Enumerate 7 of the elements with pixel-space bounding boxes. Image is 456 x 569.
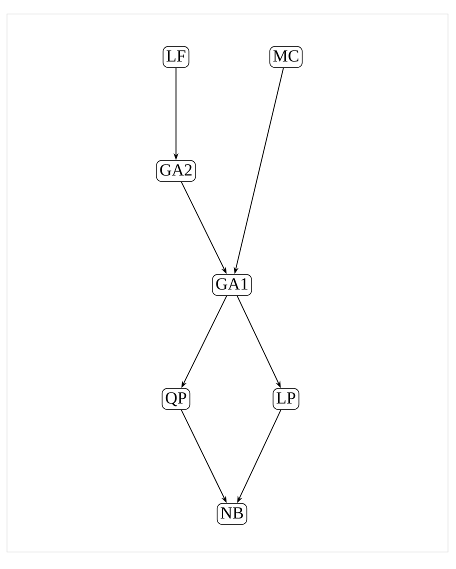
node-box: GA2 xyxy=(156,160,196,182)
node-box: LP xyxy=(272,388,300,410)
node-box: GA1 xyxy=(212,274,252,296)
node-box: QP xyxy=(162,388,190,410)
node-box: NB xyxy=(216,503,248,525)
node-box: MC xyxy=(269,46,303,68)
node-box: LF xyxy=(162,46,190,68)
